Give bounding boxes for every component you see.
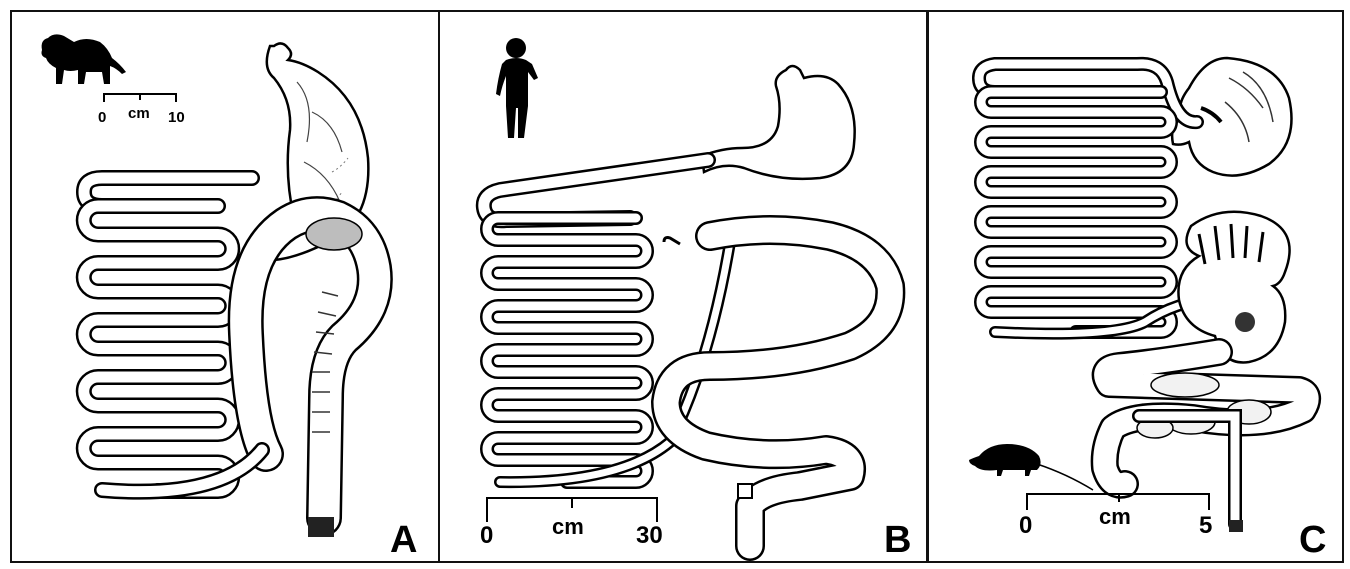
panel-human: 0 cm 30 B [438,10,928,563]
panel-letter: A [390,521,417,559]
scale-unit-label: cm [128,106,150,121]
scale-end-label: 5 [1199,514,1212,538]
rat-digestive-tract-diagram [929,12,1344,563]
scale-bar [104,94,176,102]
small-intestine [84,206,233,491]
scale-start-label: 0 [480,524,493,548]
panel-letter: B [884,521,911,559]
large-intestine [1105,352,1308,532]
scale-start-label: 0 [1019,514,1032,538]
small-intestine [981,92,1171,332]
scale-start-label: 0 [98,110,106,125]
stomach [702,66,855,179]
scale-unit-label: cm [552,516,584,538]
rat-silhouette-icon [969,444,1093,490]
caecum [1178,212,1289,363]
scale-end-label: 10 [168,110,185,125]
dog-silhouette-icon [42,34,127,84]
panel-letter: C [1299,521,1326,559]
panel-rat: 0 cm 5 C [927,10,1344,563]
scale-unit-label: cm [1099,506,1131,528]
scale-end-label: 30 [636,524,663,548]
human-silhouette-icon [496,38,538,138]
human-digestive-tract-diagram [440,12,928,563]
small-intestine [487,218,647,482]
panel-dog: 0 cm 10 A [10,10,442,563]
dog-digestive-tract-diagram [12,12,442,563]
large-intestine [246,214,375,537]
